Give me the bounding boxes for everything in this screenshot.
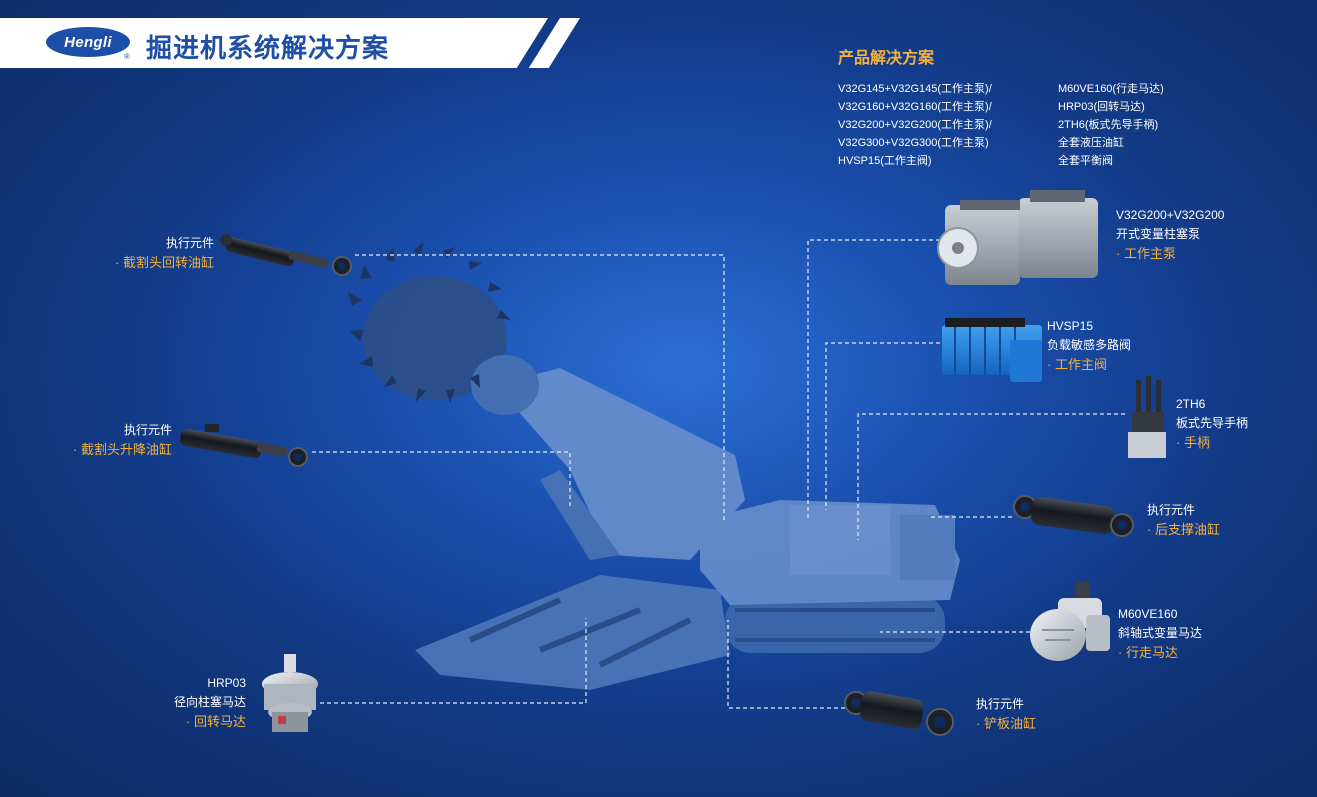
leader-line-slewing-motor [320,618,587,704]
shovel-cylinder-image [844,691,954,736]
solution-item: 2TH6(板式先导手柄) [1058,119,1159,131]
logo-registered-mark: ® [124,52,130,61]
callout-role: · 铲板油缸 [976,716,1036,731]
callout-role: · 截割头升降油缸 [73,442,172,457]
leader-line-cutter-rotation [355,254,725,520]
slewing-motor-image [262,654,318,732]
callout-travel-motor: M60VE160 斜轴式变量马达 · 行走马达 [1118,605,1202,662]
pilot-handle-image [1128,376,1166,458]
callout-line: M60VE160 [1118,607,1178,621]
cutter-rotation-cylinder-image [220,234,352,276]
callout-line: V32G200+V32G200 [1116,208,1225,222]
callout-main-pump: V32G200+V32G200 开式变量柱塞泵 · 工作主泵 [1116,206,1224,263]
main-pump-image [937,190,1098,285]
callout-line: 负载敏感多路阀 [1047,338,1132,352]
cutter-lift-cylinder-image [179,424,308,467]
callout-shovel-cylinder: 执行元件 · 铲板油缸 [976,695,1036,733]
callout-role: · 行走马达 [1118,645,1178,660]
callout-line: 径向柱塞马达 [173,695,246,709]
page-title: 掘进机系统解决方案 [146,33,390,63]
callout-cutter-lift-cylinder: 执行元件 · 截割头升降油缸 [50,421,172,459]
leader-lines [312,239,1125,709]
solution-item: 全套平衡阀 [1058,155,1113,167]
callout-pilot-handle: 2TH6 板式先导手柄 · 手柄 [1176,395,1248,452]
callout-role: · 后支撑油缸 [1147,522,1220,537]
solution-item: HVSP15(工作主阀) [838,155,932,167]
callout-role: · 截割头回转油缸 [115,255,214,270]
solution-list-left: V32G145+V32G145(工作主泵)/ V32G160+V32G160(工… [838,80,992,170]
callout-line: 执行元件 [1147,503,1196,517]
solution-item: M60VE160(行走马达) [1058,83,1164,95]
leader-line-main-valve [825,342,940,510]
leader-line-main-pump [807,239,940,520]
solution-list-right: M60VE160(行走马达) HRP03(回转马达) 2TH6(板式先导手柄) … [1058,80,1164,170]
callout-role: · 工作主阀 [1047,357,1107,372]
travel-motor-image [1030,582,1110,661]
callout-line: 执行元件 [165,236,214,250]
callout-line: HVSP15 [1047,319,1094,333]
roadheader-machine [363,276,960,690]
callout-line: 开式变量柱塞泵 [1116,227,1201,241]
callout-role: · 回转马达 [186,714,246,729]
callout-role: · 工作主泵 [1116,246,1176,261]
rear-support-cylinder-image [1013,495,1134,537]
hengli-logo: Hengli [46,27,130,57]
callout-line: 执行元件 [123,423,172,437]
callout-main-valve: HVSP15 负载敏感多路阀 · 工作主阀 [1047,317,1131,374]
callout-cutter-rotation-cylinder: 执行元件 · 截割头回转油缸 [96,234,214,272]
callout-role: · 手柄 [1176,435,1210,450]
callout-line: 斜轴式变量马达 [1118,626,1203,640]
main-valve-image [942,318,1042,382]
solution-item: V32G300+V32G300(工作主泵) [838,137,989,149]
solution-item: V32G145+V32G145(工作主泵)/ [838,83,992,95]
leader-line-pilot-handle [857,413,1125,540]
solution-title: 产品解决方案 [838,50,935,67]
callout-line: HRP03 [207,676,246,690]
callout-line: 板式先导手柄 [1176,416,1249,430]
callout-rear-support-cylinder: 执行元件 · 后支撑油缸 [1147,501,1220,539]
leader-line-shovel [727,620,845,709]
callout-slewing-motor: HRP03 径向柱塞马达 · 回转马达 [142,674,246,731]
solution-item: HRP03(回转马达) [1058,101,1145,113]
leader-line-cutter-lift [312,451,571,508]
solution-item: V32G160+V32G160(工作主泵)/ [838,101,992,113]
logo-text: Hengli [64,33,112,51]
solution-item: 全套液压油缸 [1058,137,1124,149]
solution-item: V32G200+V32G200(工作主泵)/ [838,119,992,131]
callout-line: 执行元件 [976,697,1025,711]
callout-line: 2TH6 [1176,397,1206,411]
